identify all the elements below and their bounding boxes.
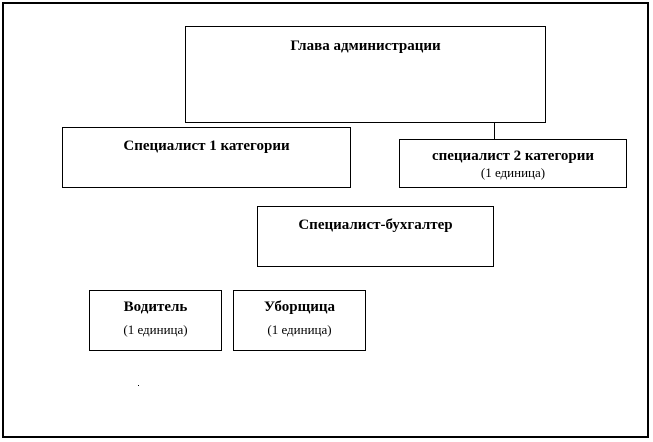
box-cleaner-note: (1 единица)	[267, 322, 332, 337]
box-driver-title: Водитель	[123, 299, 188, 315]
box-cleaner: Уборщица (1 единица)	[233, 290, 366, 351]
box-accountant-title: Специалист-бухгалтер	[298, 217, 453, 233]
box-specialist-1-title: Специалист 1 категории	[123, 138, 290, 154]
connector-head-specialist-2	[494, 122, 495, 139]
box-specialist-2-note: (1 единица)	[480, 165, 546, 180]
box-driver: Водитель (1 единица)	[89, 290, 222, 351]
box-specialist-1: Специалист 1 категории	[62, 127, 351, 188]
box-head: Глава администрации	[185, 26, 546, 123]
box-cleaner-title: Уборщица	[263, 299, 336, 315]
box-head-title: Глава администрации	[290, 38, 441, 54]
stray-dot	[138, 385, 139, 386]
box-driver-note: (1 единица)	[123, 322, 188, 337]
box-specialist-2: специалист 2 категории (1 единица)	[399, 139, 627, 188]
box-specialist-2-title: специалист 2 категории	[431, 148, 595, 164]
diagram-frame	[2, 2, 649, 438]
box-accountant: Специалист-бухгалтер	[257, 206, 494, 267]
